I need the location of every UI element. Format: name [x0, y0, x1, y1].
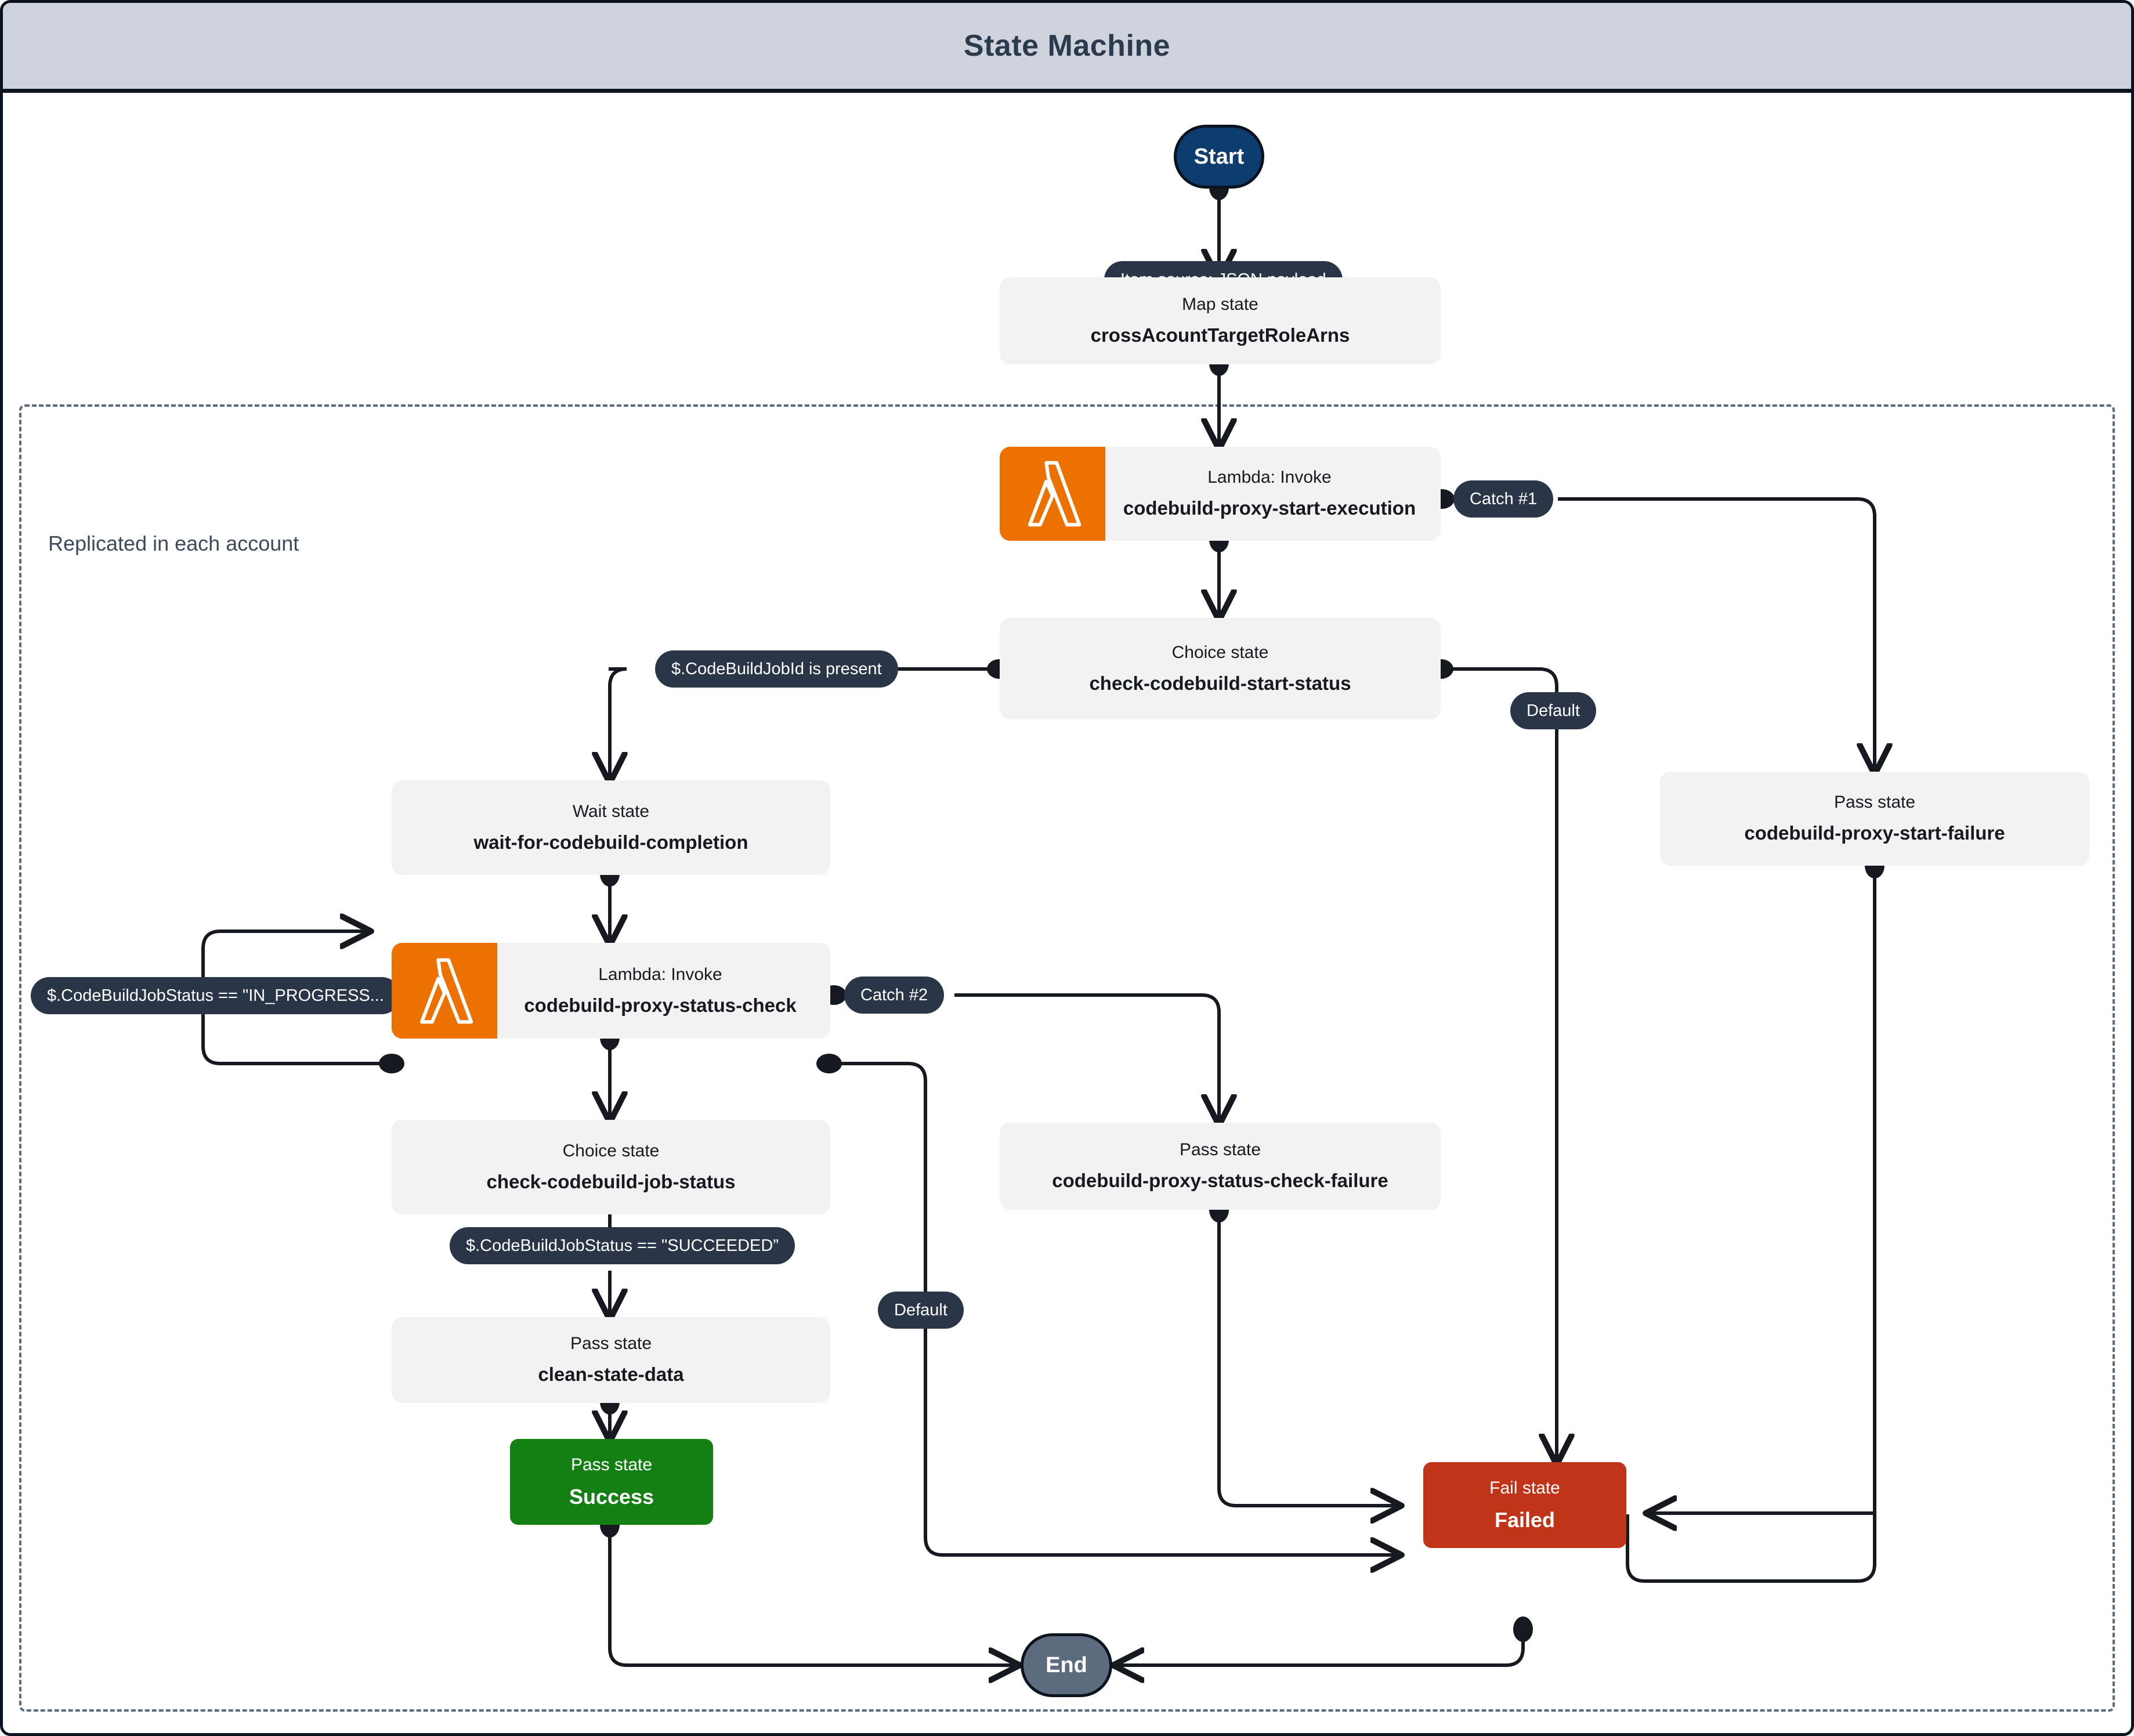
state-lambda-codebuild-proxy-status-check[interactable]: Lambda: Invoke codebuild-proxy-status-ch…	[392, 943, 830, 1039]
start-node[interactable]: Start	[1174, 125, 1264, 189]
state-type-label: Fail state	[1489, 1478, 1560, 1498]
state-pass-codebuild-proxy-start-failure[interactable]: Pass state codebuild-proxy-start-failure	[1660, 772, 2089, 866]
diagram-header: State Machine	[3, 3, 2131, 93]
state-pass-success[interactable]: Pass state Success	[510, 1439, 713, 1525]
state-name-label: codebuild-proxy-start-execution	[1123, 497, 1416, 519]
edge-label-default-start-status: Default	[1510, 692, 1596, 729]
state-pass-clean-state-data[interactable]: Pass state clean-state-data	[392, 1317, 830, 1403]
state-type-label: Choice state	[1171, 642, 1269, 662]
state-name-label: Failed	[1494, 1507, 1556, 1532]
state-type-label: Choice state	[562, 1141, 660, 1160]
state-name-label: clean-state-data	[538, 1364, 684, 1386]
end-node[interactable]: End	[1021, 1633, 1112, 1697]
edge-label-succeeded: $.CodeBuildJobStatus == "SUCCEEDED”	[450, 1227, 795, 1264]
start-label: Start	[1193, 144, 1245, 169]
state-name-label: codebuild-proxy-status-check-failure	[1052, 1170, 1388, 1192]
aws-lambda-icon	[392, 943, 497, 1039]
state-choice-check-codebuild-start-status[interactable]: Choice state check-codebuild-start-statu…	[1000, 618, 1441, 719]
state-type-label: Pass state	[570, 1334, 652, 1354]
state-name-label: wait-for-codebuild-completion	[473, 831, 748, 853]
edge-label-default-job-status: Default	[878, 1292, 964, 1329]
state-name-label: check-codebuild-start-status	[1089, 672, 1351, 694]
state-type-label: Lambda: Invoke	[598, 964, 722, 984]
edge-label-catch-2: Catch #2	[844, 976, 945, 1014]
state-type-label: Pass state	[1833, 793, 1916, 812]
edge-label-jobid-present: $.CodeBuildJobId is present	[655, 650, 898, 688]
state-name-label: codebuild-proxy-status-check	[524, 994, 797, 1016]
edge-label-catch-1: Catch #1	[1453, 480, 1554, 518]
state-type-label: Pass state	[1179, 1140, 1261, 1160]
state-name-label: check-codebuild-job-status	[486, 1170, 736, 1192]
aws-lambda-icon	[1000, 447, 1105, 541]
state-type-label: Map state	[1182, 295, 1258, 314]
state-name-label: Success	[569, 1484, 654, 1509]
state-fail-failed[interactable]: Fail state Failed	[1423, 1462, 1626, 1548]
diagram-canvas: Replicated in each account	[3, 93, 2131, 1733]
end-label: End	[1046, 1652, 1087, 1677]
state-name-label: codebuild-proxy-start-failure	[1744, 822, 2005, 844]
state-pass-codebuild-proxy-status-check-failure[interactable]: Pass state codebuild-proxy-status-check-…	[1000, 1123, 1441, 1210]
state-wait-for-codebuild-completion[interactable]: Wait state wait-for-codebuild-completion	[392, 780, 830, 875]
state-map-crossaccounttargetrolearns[interactable]: Map state crossAcountTargetRoleArns	[1000, 277, 1441, 364]
page-title: State Machine	[963, 29, 1171, 63]
state-type-label: Wait state	[572, 801, 650, 821]
edge-label-in-progress: $.CodeBuildJobStatus == "IN_PROGRESS...	[31, 977, 400, 1014]
state-type-label: Lambda: Invoke	[1207, 468, 1332, 487]
replicated-group-label: Replicated in each account	[48, 531, 299, 555]
state-lambda-codebuild-proxy-start-execution[interactable]: Lambda: Invoke codebuild-proxy-start-exe…	[1000, 447, 1441, 541]
state-name-label: crossAcountTargetRoleArns	[1090, 324, 1350, 346]
state-choice-check-codebuild-job-status[interactable]: Choice state check-codebuild-job-status	[392, 1120, 830, 1214]
state-type-label: Pass state	[570, 1455, 653, 1474]
